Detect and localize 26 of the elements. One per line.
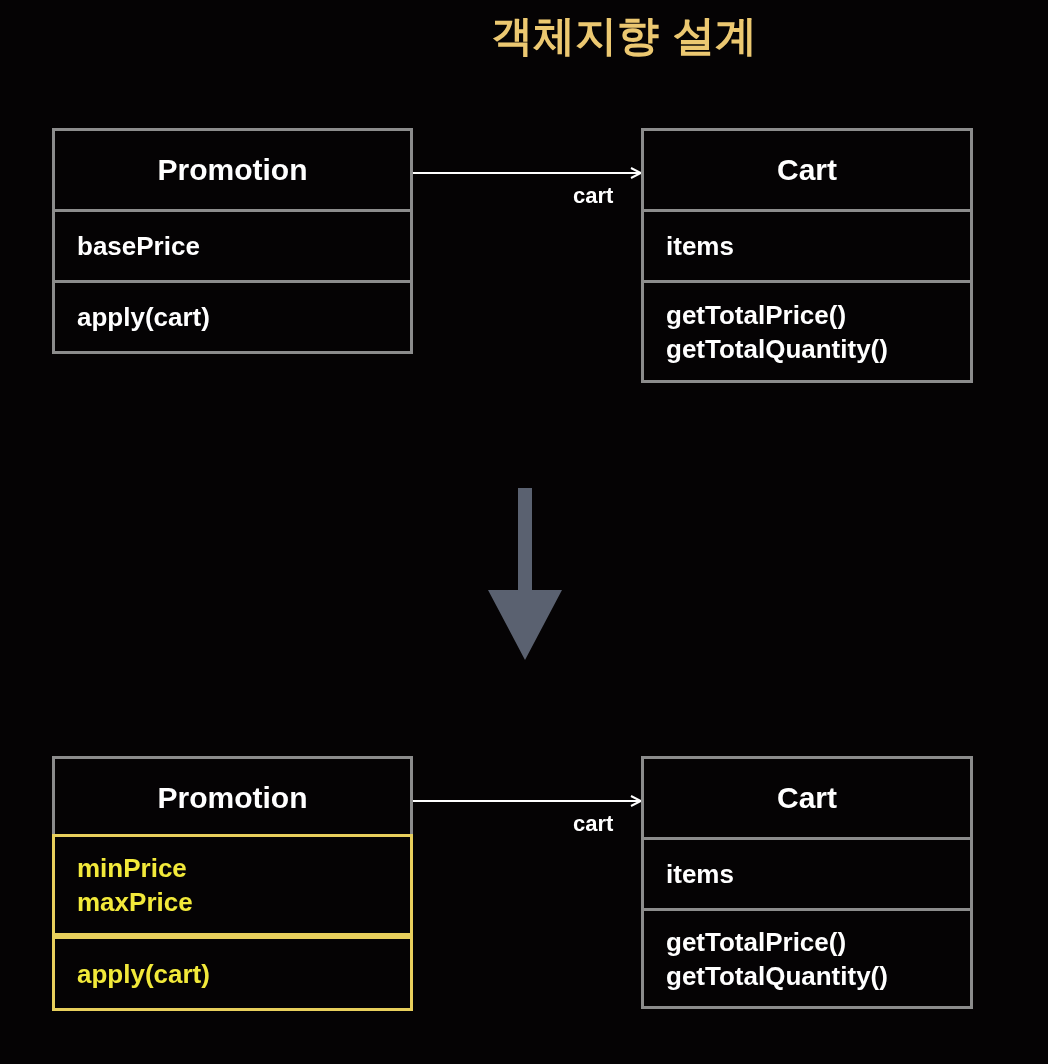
member-text: apply(cart) [77,957,211,991]
member-text: getTotalPrice() [666,298,848,332]
member-text: items [666,858,735,891]
class-name: Promotion [157,781,308,815]
member-text: items [666,230,735,263]
member-text: getTotalPrice() [666,926,848,959]
class-compartment [52,834,413,936]
member-text: getTotalQuantity() [666,960,889,993]
member-text: getTotalQuantity() [666,332,889,366]
class-compartment [52,936,413,1011]
member-text: maxPrice [77,886,194,919]
class-box [52,128,413,354]
class-name: Cart [777,781,837,815]
member-text: basePrice [77,230,201,263]
member-text: apply(cart) [77,301,211,334]
class-name: Promotion [157,153,308,187]
class-box [641,128,973,383]
class-box [641,756,973,1009]
member-text: minPrice [77,852,188,885]
class-box [52,756,413,1011]
class-name: Cart [777,153,837,187]
association-arrow [412,795,642,807]
title: 객체지향 설계 [489,10,759,62]
edge-label: cart [573,183,614,209]
association-arrow [412,167,642,179]
edge-label: cart [573,811,614,837]
